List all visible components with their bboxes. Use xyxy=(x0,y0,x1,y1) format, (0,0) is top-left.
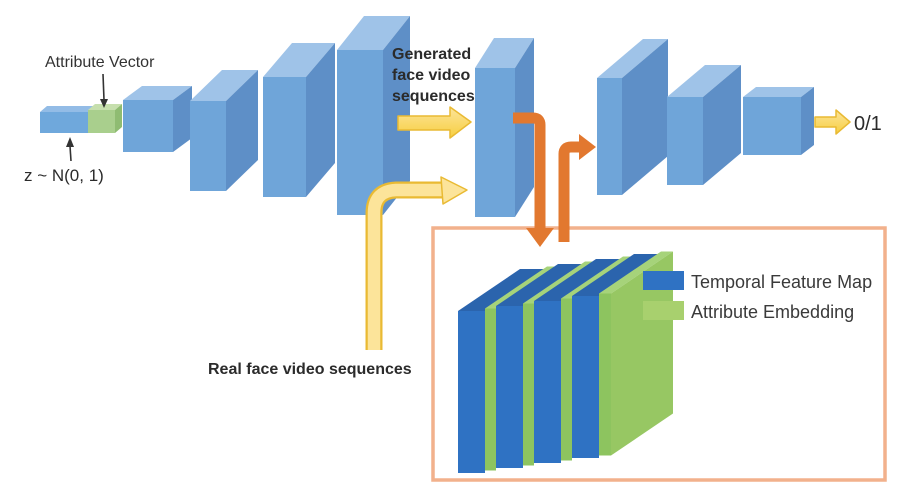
attribute-embedding-slab xyxy=(561,298,572,461)
inset-legend: Temporal Feature Map Attribute Embedding xyxy=(643,271,872,322)
output-label: 0/1 xyxy=(854,113,882,135)
generator-block-1 xyxy=(123,86,192,152)
generated-flow-arrow xyxy=(397,106,472,139)
feature-stack xyxy=(458,251,673,473)
generator-output-block xyxy=(475,38,534,217)
temporal-feature-slab xyxy=(496,306,523,468)
latent-vector-bar xyxy=(40,106,95,133)
attribute-embedding-slab xyxy=(599,293,611,456)
output-arrow xyxy=(814,109,851,135)
temporal-feature-slab xyxy=(458,311,485,473)
temporal-feature-slab-top xyxy=(496,264,585,306)
temporal-feature-slab xyxy=(572,296,599,458)
temporal-feature-slab-top xyxy=(572,254,661,296)
real-sequences-label: Real face video sequences xyxy=(208,361,412,378)
attribute-vector-pointer xyxy=(100,73,108,108)
attribute-embedding-slab xyxy=(523,303,534,466)
temporal-feature-slab xyxy=(534,301,561,463)
latent-vector-label: z ~ N(0, 1) xyxy=(24,166,104,185)
temporal-feature-slab-top xyxy=(458,269,547,311)
discriminator-block-3 xyxy=(743,87,814,155)
legend-swatch-attribute xyxy=(643,301,684,320)
discriminator-block-2 xyxy=(667,65,741,185)
latent-vector-pointer xyxy=(66,137,74,162)
generated-label-line2: face video xyxy=(392,67,470,84)
legend-swatch-temporal xyxy=(643,271,684,290)
generator-block-2 xyxy=(190,70,258,191)
legend-label-attribute: Attribute Embedding xyxy=(691,302,854,322)
legend-label-temporal: Temporal Feature Map xyxy=(691,272,872,292)
attribute-vector-block xyxy=(88,104,122,133)
generator-block-4 xyxy=(337,16,410,215)
attribute-embedding-slab-top xyxy=(599,251,673,294)
real-flow-arrow xyxy=(365,176,468,350)
generated-label-line1: Generated xyxy=(392,46,471,63)
from-inset-arrow xyxy=(558,134,596,242)
attribute-vector-label: Attribute Vector xyxy=(45,54,155,71)
temporal-feature-slab-top xyxy=(534,259,623,301)
generator-block-3 xyxy=(263,43,335,197)
discriminator-block-1 xyxy=(597,39,668,195)
generated-label-line3: sequences xyxy=(392,88,475,105)
to-inset-arrow xyxy=(513,112,554,247)
attribute-embedding-slab xyxy=(485,308,496,471)
